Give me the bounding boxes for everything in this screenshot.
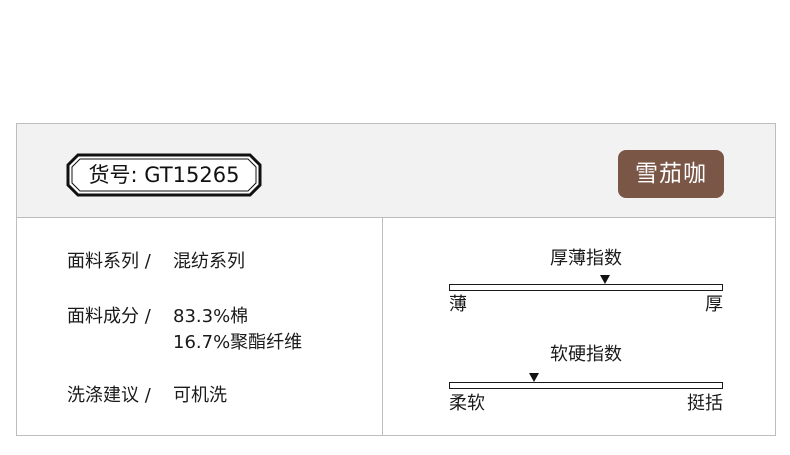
color-badge: 雪茄咖 xyxy=(618,150,724,198)
scale-title: 软硬指数 xyxy=(550,344,622,365)
spec-fabric-series: 面料系列 / 混纺系列 xyxy=(67,249,245,275)
spec-value: 16.7%聚酯纤维 xyxy=(173,332,303,353)
scale-min-label: 柔软 xyxy=(449,393,485,414)
sku-tag-frame xyxy=(66,153,262,197)
spec-fabric-composition: 面料成分 / 83.3%棉 16.7%聚酯纤维 xyxy=(67,304,302,356)
column-divider xyxy=(382,218,383,435)
spec-value: 混纺系列 xyxy=(173,251,245,272)
scale-marker xyxy=(600,275,611,284)
spec-label: 洗涤建议 / xyxy=(67,385,151,406)
scale-title: 厚薄指数 xyxy=(550,248,622,269)
spec-value: 83.3%棉 xyxy=(173,306,249,327)
scale-max-label: 挺括 xyxy=(687,393,723,414)
sku-label: 货号: xyxy=(88,163,138,187)
sku-tag: 货号: GT15265 xyxy=(66,153,262,197)
product-info-panel: 货号: GT15265 雪茄咖 面料系列 / 混纺系列 面料成分 / 83.3%棉 1… xyxy=(16,123,776,436)
spec-wash-advice: 洗涤建议 / 可机洗 xyxy=(67,383,227,409)
spec-value: 可机洗 xyxy=(173,385,227,406)
spec-label: 面料系列 / xyxy=(67,251,151,272)
scale-min-label: 薄 xyxy=(449,294,467,315)
sku-code: GT15265 xyxy=(144,163,240,187)
scale-marker xyxy=(528,373,539,382)
scale-bar xyxy=(449,284,723,291)
scale-max-label: 厚 xyxy=(705,294,723,315)
panel-header: 货号: GT15265 雪茄咖 xyxy=(17,124,775,218)
spec-label: 面料成分 / xyxy=(67,306,151,327)
panel-body: 面料系列 / 混纺系列 面料成分 / 83.3%棉 16.7%聚酯纤维 洗涤建议 / 可… xyxy=(17,218,775,435)
scale-bar xyxy=(449,382,723,389)
sku-text: 货号: GT15265 xyxy=(66,153,262,197)
